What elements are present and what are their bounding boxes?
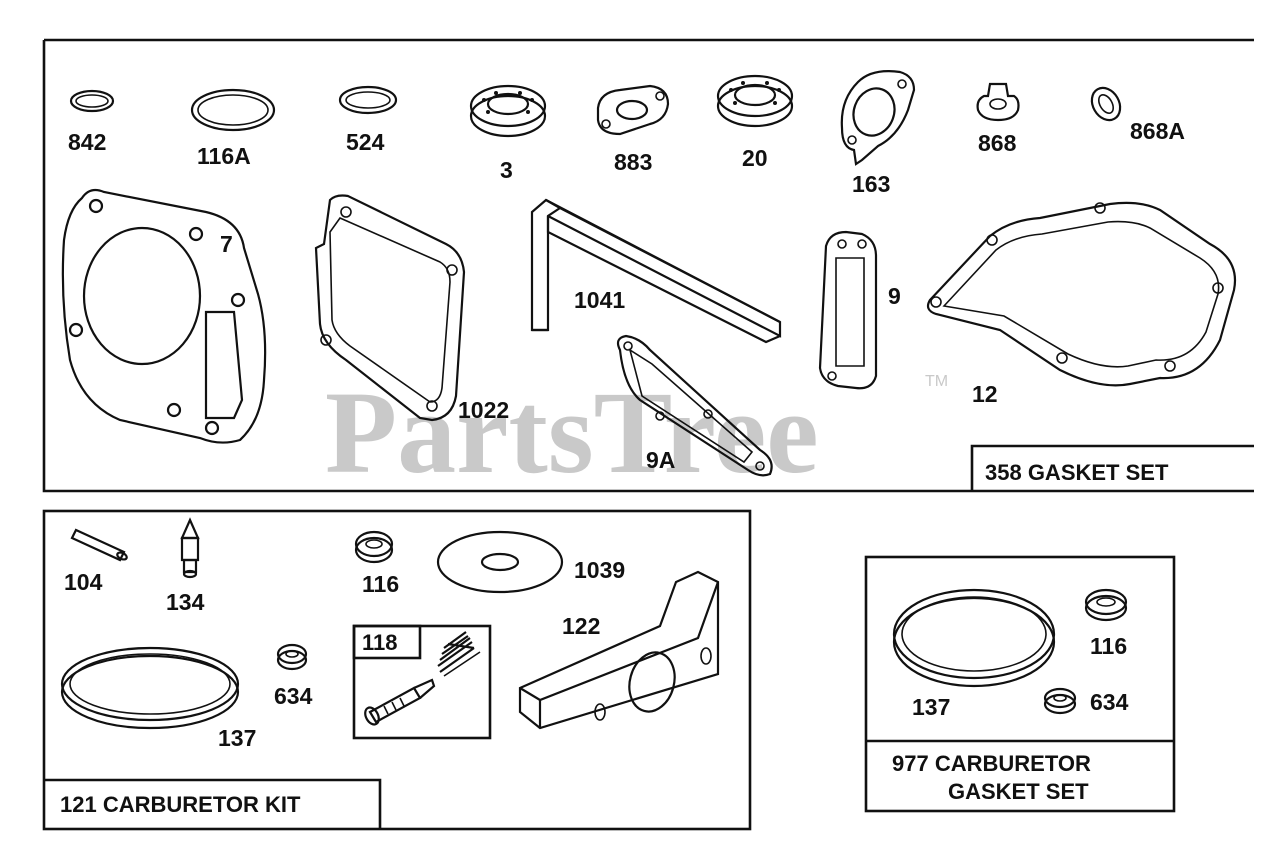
part-163-label: 163 bbox=[852, 171, 890, 197]
carburetor-kit-border bbox=[42, 509, 752, 831]
part-116-label: 116 bbox=[362, 571, 399, 597]
part-9a-gasket bbox=[616, 334, 773, 477]
part-3-seal bbox=[469, 84, 547, 138]
part-524-ring bbox=[338, 85, 398, 115]
part-7-head-gasket bbox=[61, 188, 267, 444]
part-116a-ring bbox=[190, 88, 276, 132]
part-118-spring bbox=[437, 631, 481, 677]
watermark-tm: TM bbox=[925, 373, 948, 390]
carburetor-gasket-set-panel: 977 CARBURETOR GASKET SET 137 116 634 bbox=[864, 555, 1176, 813]
part-9-label: 9 bbox=[888, 283, 901, 309]
part-868-seal bbox=[976, 82, 1020, 122]
part-883-label: 883 bbox=[614, 149, 652, 175]
sub-kit-118-border bbox=[352, 624, 492, 740]
part-1022-gasket bbox=[314, 194, 466, 422]
part-977-137-ring bbox=[892, 588, 1056, 688]
part-104-label: 104 bbox=[64, 569, 103, 595]
carburetor-kit-title: 121 CARBURETOR KIT bbox=[60, 792, 301, 817]
part-634-washer bbox=[276, 643, 308, 671]
part-524-label: 524 bbox=[346, 129, 385, 155]
part-7-label: 7 bbox=[220, 231, 233, 257]
carburetor-gasket-set-border bbox=[864, 555, 1176, 813]
carburetor-gasket-set-title-2: GASKET SET bbox=[948, 779, 1089, 804]
watermark-text: PartsTree bbox=[325, 367, 819, 498]
part-9a-label: 9A bbox=[646, 447, 675, 473]
part-20-seal bbox=[716, 74, 794, 128]
part-1041-label: 1041 bbox=[574, 287, 625, 313]
watermark: PartsTree TM bbox=[325, 367, 948, 498]
part-634-label: 634 bbox=[274, 683, 313, 709]
gasket-set-panel: 358 GASKET SET 842 116A 524 3 bbox=[42, 38, 1254, 493]
part-12-label: 12 bbox=[972, 381, 998, 407]
part-122-label: 122 bbox=[562, 613, 600, 639]
gasket-set-title-box bbox=[970, 444, 1254, 491]
part-842-ring bbox=[69, 89, 115, 113]
sub-kit-118-title: 118 bbox=[362, 630, 398, 655]
carburetor-gasket-set-title-1: 977 CARBURETOR bbox=[892, 751, 1091, 776]
part-122-spacer bbox=[518, 570, 720, 730]
part-118-screw bbox=[364, 678, 436, 726]
part-868-label: 868 bbox=[978, 130, 1017, 156]
part-868a-label: 868A bbox=[1130, 118, 1185, 144]
part-163-gasket bbox=[840, 70, 916, 166]
carburetor-kit-panel: 121 CARBURETOR KIT 104 134 116 1039 bbox=[42, 509, 752, 831]
sub-kit-118: 118 bbox=[352, 624, 492, 740]
part-977-137-label: 137 bbox=[912, 694, 950, 720]
part-104-pin bbox=[70, 528, 128, 562]
part-883-gasket bbox=[596, 84, 670, 136]
part-1039-label: 1039 bbox=[574, 557, 625, 583]
part-1041-strip bbox=[530, 198, 782, 344]
gasket-set-border bbox=[42, 38, 1254, 493]
part-116-washer bbox=[354, 530, 394, 564]
part-134-label: 134 bbox=[166, 589, 205, 615]
part-977-634-washer bbox=[1043, 687, 1077, 715]
part-868a-washer bbox=[1090, 86, 1122, 122]
part-842-label: 842 bbox=[68, 129, 106, 155]
part-1022-label: 1022 bbox=[458, 397, 509, 423]
part-137-ring bbox=[60, 646, 240, 730]
part-1039-disk bbox=[436, 530, 564, 594]
sub-kit-118-title-box bbox=[352, 624, 422, 660]
part-20-label: 20 bbox=[742, 145, 768, 171]
part-977-634-label: 634 bbox=[1090, 689, 1129, 715]
part-9-gasket bbox=[818, 230, 878, 390]
part-977-116-washer bbox=[1084, 588, 1128, 622]
gasket-set-title: 358 GASKET SET bbox=[985, 460, 1169, 485]
part-116a-label: 116A bbox=[197, 143, 251, 169]
part-137-label: 137 bbox=[218, 725, 256, 751]
part-977-116-label: 116 bbox=[1090, 633, 1127, 659]
carburetor-kit-title-box bbox=[44, 778, 382, 829]
part-12-gasket bbox=[926, 201, 1237, 387]
part-3-label: 3 bbox=[500, 157, 513, 183]
part-134-needle bbox=[180, 517, 200, 579]
